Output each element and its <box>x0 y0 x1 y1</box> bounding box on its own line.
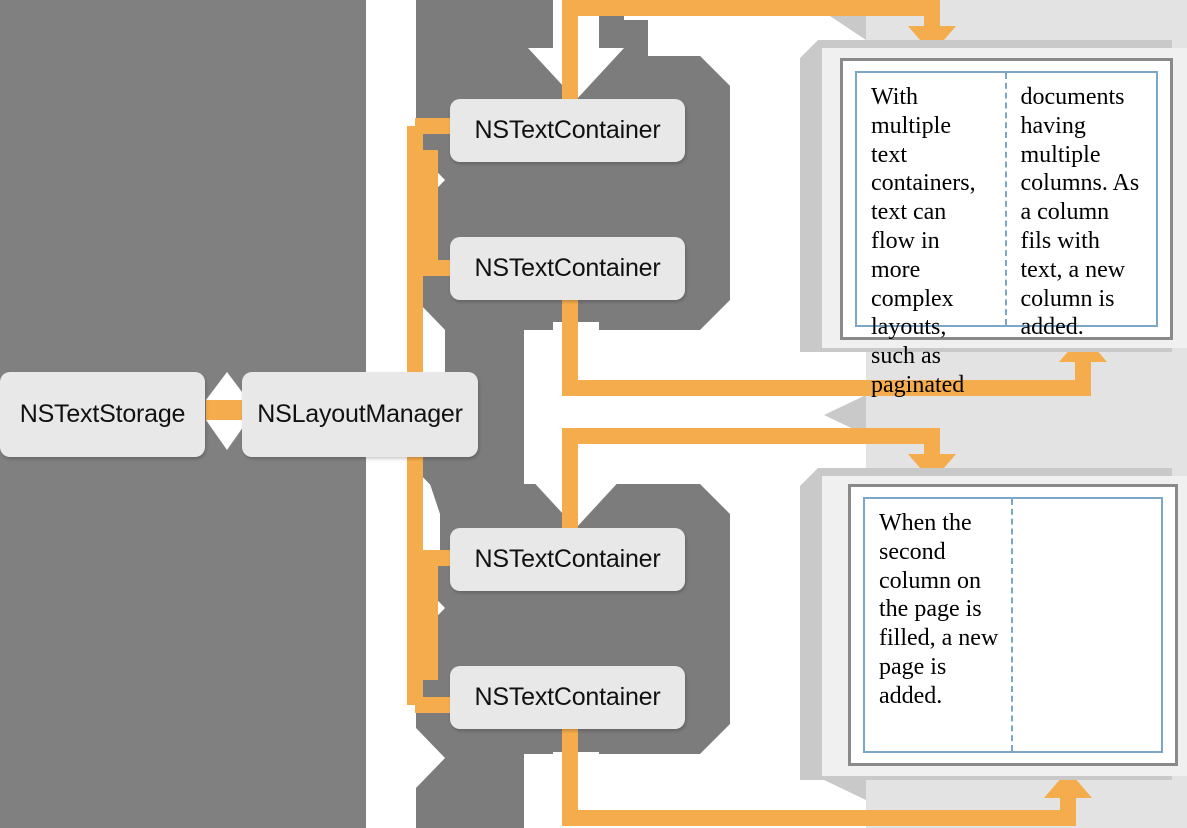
page-2-text-frame: When the second column on the page is fi… <box>863 497 1163 753</box>
node-nstextcontainer-3[interactable]: NSTextContainer <box>450 528 685 591</box>
page-1-text-frame: With multiple text containers, text can … <box>855 71 1158 398</box>
arrowhead-up-page2 <box>1044 770 1092 798</box>
flow-c2-to-page1-bottom <box>562 280 1091 396</box>
node-nslayoutmanager[interactable]: NSLayoutManager <box>242 372 478 457</box>
node-nstextcontainer-2[interactable]: NSTextContainer <box>450 237 685 300</box>
region-chevron-2 <box>824 395 866 435</box>
node-nstextcontainer-4-label: NSTextContainer <box>474 683 661 711</box>
page-1-column-1-text: With multiple text containers, text can … <box>871 84 976 398</box>
flow-c4-to-page2-bottom <box>562 700 1076 826</box>
storage-manager-link <box>206 400 248 420</box>
chevron-notch-d <box>416 728 445 788</box>
page-1-column-1: With multiple text containers, text can … <box>857 73 1007 398</box>
page-1-column-2-text: documents having multiple columns. As a … <box>1020 84 1140 341</box>
page-1[interactable]: With multiple text containers, text can … <box>840 58 1173 398</box>
node-nstextcontainer-3-label: NSTextContainer <box>474 545 661 573</box>
link-diamond-bottom <box>206 420 248 450</box>
page-2[interactable]: When the second column on the page is fi… <box>848 484 1178 766</box>
link-diamond-top <box>206 372 248 400</box>
flow-c3-to-page2 <box>562 428 940 560</box>
page-1-column-2: documents having multiple columns. As a … <box>1007 73 1157 340</box>
page-2-column-1: When the second column on the page is fi… <box>865 499 1013 751</box>
page-2-column-1-text: When the second column on the page is fi… <box>879 510 999 709</box>
node-nstextcontainer-4[interactable]: NSTextContainer <box>450 666 685 729</box>
node-nstextcontainer-1-label: NSTextContainer <box>474 116 661 144</box>
flow-c1-to-page1 <box>562 0 940 130</box>
node-nstextstorage-label: NSTextStorage <box>19 400 186 428</box>
node-nstextstorage[interactable]: NSTextStorage <box>0 372 205 457</box>
node-nslayoutmanager-label: NSLayoutManager <box>257 400 463 428</box>
node-nstextcontainer-2-label: NSTextContainer <box>474 254 661 282</box>
node-nstextcontainer-1[interactable]: NSTextContainer <box>450 99 685 162</box>
page-2-column-2 <box>1013 499 1161 751</box>
